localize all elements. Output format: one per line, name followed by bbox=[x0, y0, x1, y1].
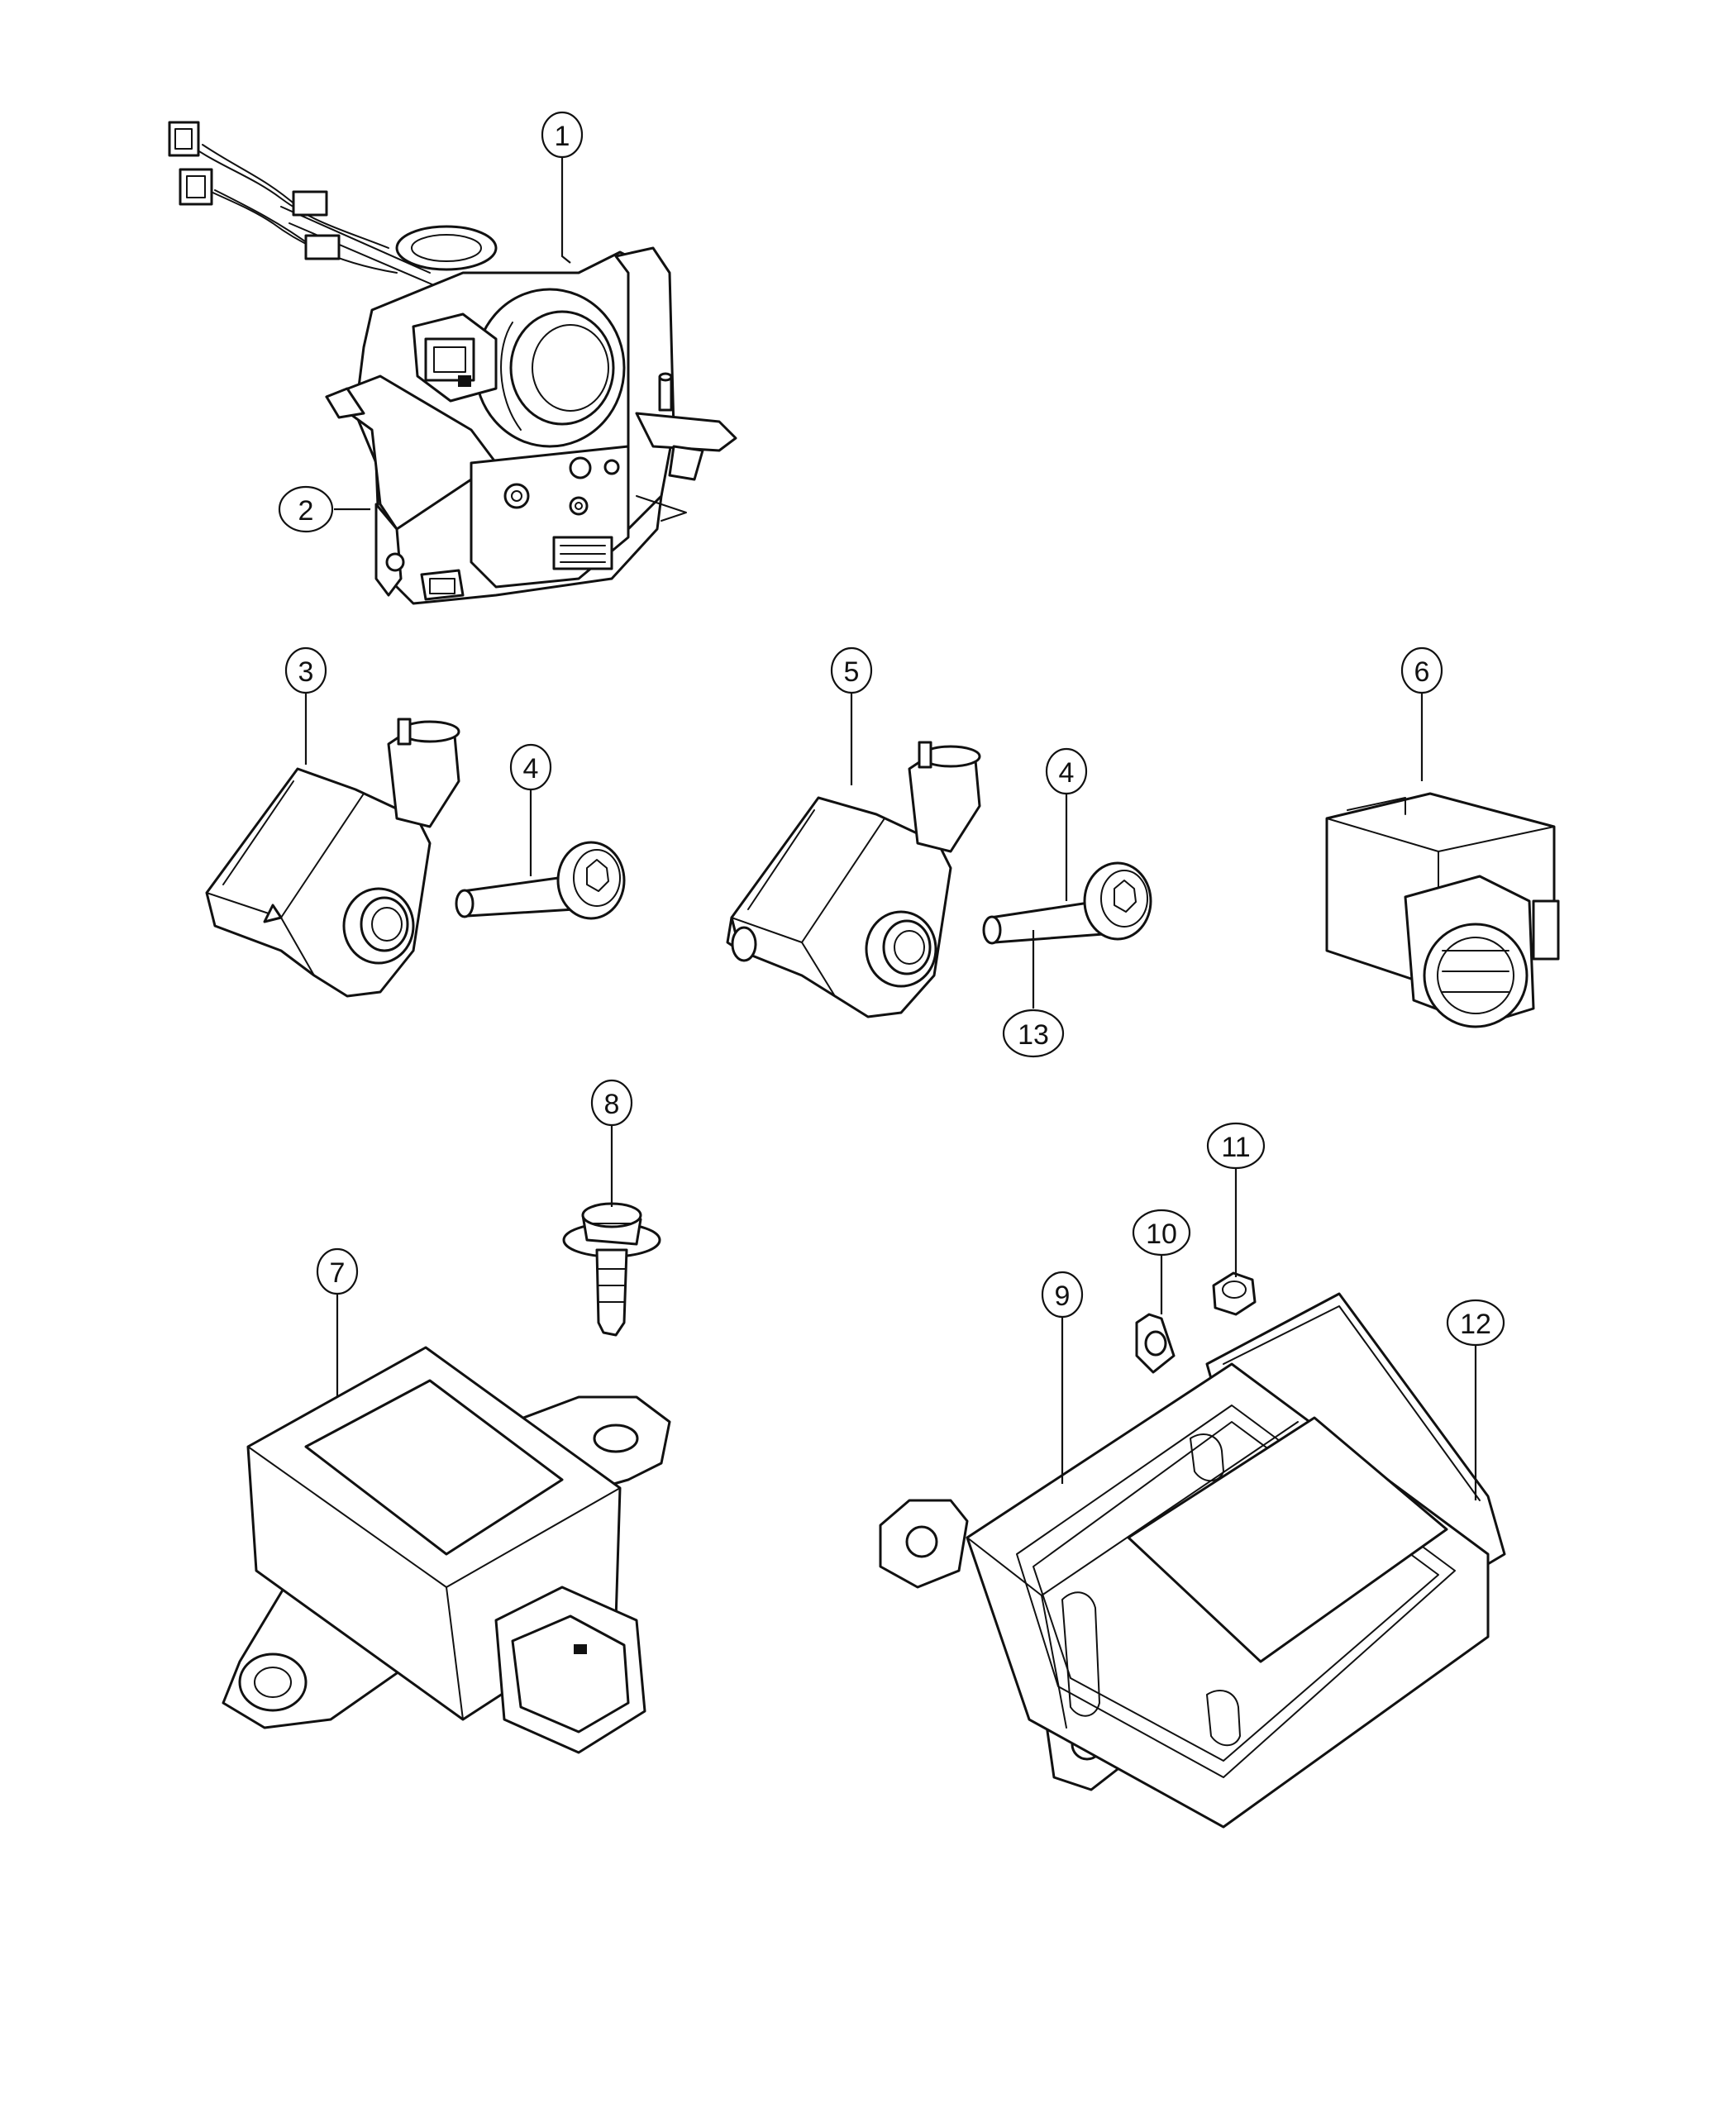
impact-sensor-center bbox=[726, 741, 981, 1018]
yaw-sensor bbox=[222, 1346, 671, 1754]
impact-sensor-left bbox=[205, 718, 460, 998]
svg-text:6: 6 bbox=[1414, 656, 1430, 688]
svg-text:4: 4 bbox=[1059, 757, 1075, 789]
svg-text:13: 13 bbox=[1018, 1019, 1049, 1051]
airbag-control-module bbox=[879, 1292, 1506, 1829]
callout-3: 3 bbox=[284, 646, 327, 694]
svg-text:2: 2 bbox=[298, 495, 314, 527]
callout-4-center: 4 bbox=[1045, 747, 1088, 795]
svg-text:10: 10 bbox=[1146, 1219, 1177, 1250]
callout-13: 13 bbox=[1002, 1009, 1065, 1058]
callout-4-left: 4 bbox=[509, 743, 552, 791]
callout-8: 8 bbox=[590, 1079, 633, 1127]
callout-12: 12 bbox=[1446, 1299, 1505, 1347]
svg-text:7: 7 bbox=[330, 1257, 346, 1289]
sensor-block bbox=[1325, 792, 1560, 1028]
callout-11: 11 bbox=[1206, 1122, 1266, 1170]
callout-2: 2 bbox=[278, 485, 334, 533]
svg-text:9: 9 bbox=[1055, 1281, 1071, 1312]
svg-text:8: 8 bbox=[604, 1089, 620, 1120]
bolt bbox=[562, 1202, 661, 1337]
callout-7: 7 bbox=[316, 1247, 359, 1295]
callout-10: 10 bbox=[1132, 1209, 1191, 1257]
callout-5: 5 bbox=[830, 646, 873, 694]
callout-6: 6 bbox=[1400, 646, 1443, 694]
screw-left bbox=[455, 841, 626, 920]
nut bbox=[1212, 1271, 1257, 1316]
screw-center bbox=[982, 861, 1152, 945]
callout-1: 1 bbox=[541, 111, 584, 159]
svg-text:4: 4 bbox=[523, 753, 539, 785]
callout-9: 9 bbox=[1041, 1271, 1084, 1319]
svg-text:11: 11 bbox=[1221, 1132, 1250, 1163]
leader-lines bbox=[304, 157, 1477, 1500]
svg-text:5: 5 bbox=[844, 656, 860, 688]
svg-text:1: 1 bbox=[555, 121, 570, 152]
clockspring-assembly bbox=[168, 121, 737, 605]
svg-text:12: 12 bbox=[1460, 1309, 1491, 1340]
svg-text:3: 3 bbox=[298, 656, 314, 688]
